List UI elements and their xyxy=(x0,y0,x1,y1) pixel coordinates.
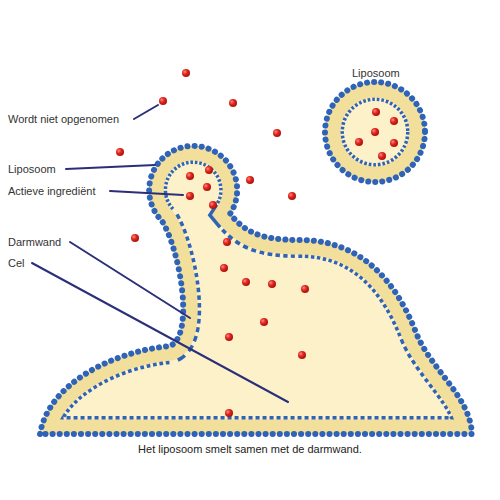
membrane-heads xyxy=(325,82,425,182)
membrane-heads xyxy=(40,146,472,434)
callout-label: Actieve ingrediënt xyxy=(8,184,95,198)
callout-label: Liposoom xyxy=(8,162,56,176)
callout-label: Darmwand xyxy=(8,235,61,249)
cell-membrane xyxy=(40,146,472,434)
callout-label: Wordt niet opgenomen xyxy=(8,112,119,126)
caption: Het liposoom smelt samen met de darmwand… xyxy=(0,442,500,456)
active-ingredient-particles xyxy=(116,69,398,417)
liposome-membrane xyxy=(325,82,425,182)
part-label: Liposoom xyxy=(352,66,400,80)
callout-label: Cel xyxy=(8,256,25,270)
leader-lines xyxy=(32,105,288,402)
